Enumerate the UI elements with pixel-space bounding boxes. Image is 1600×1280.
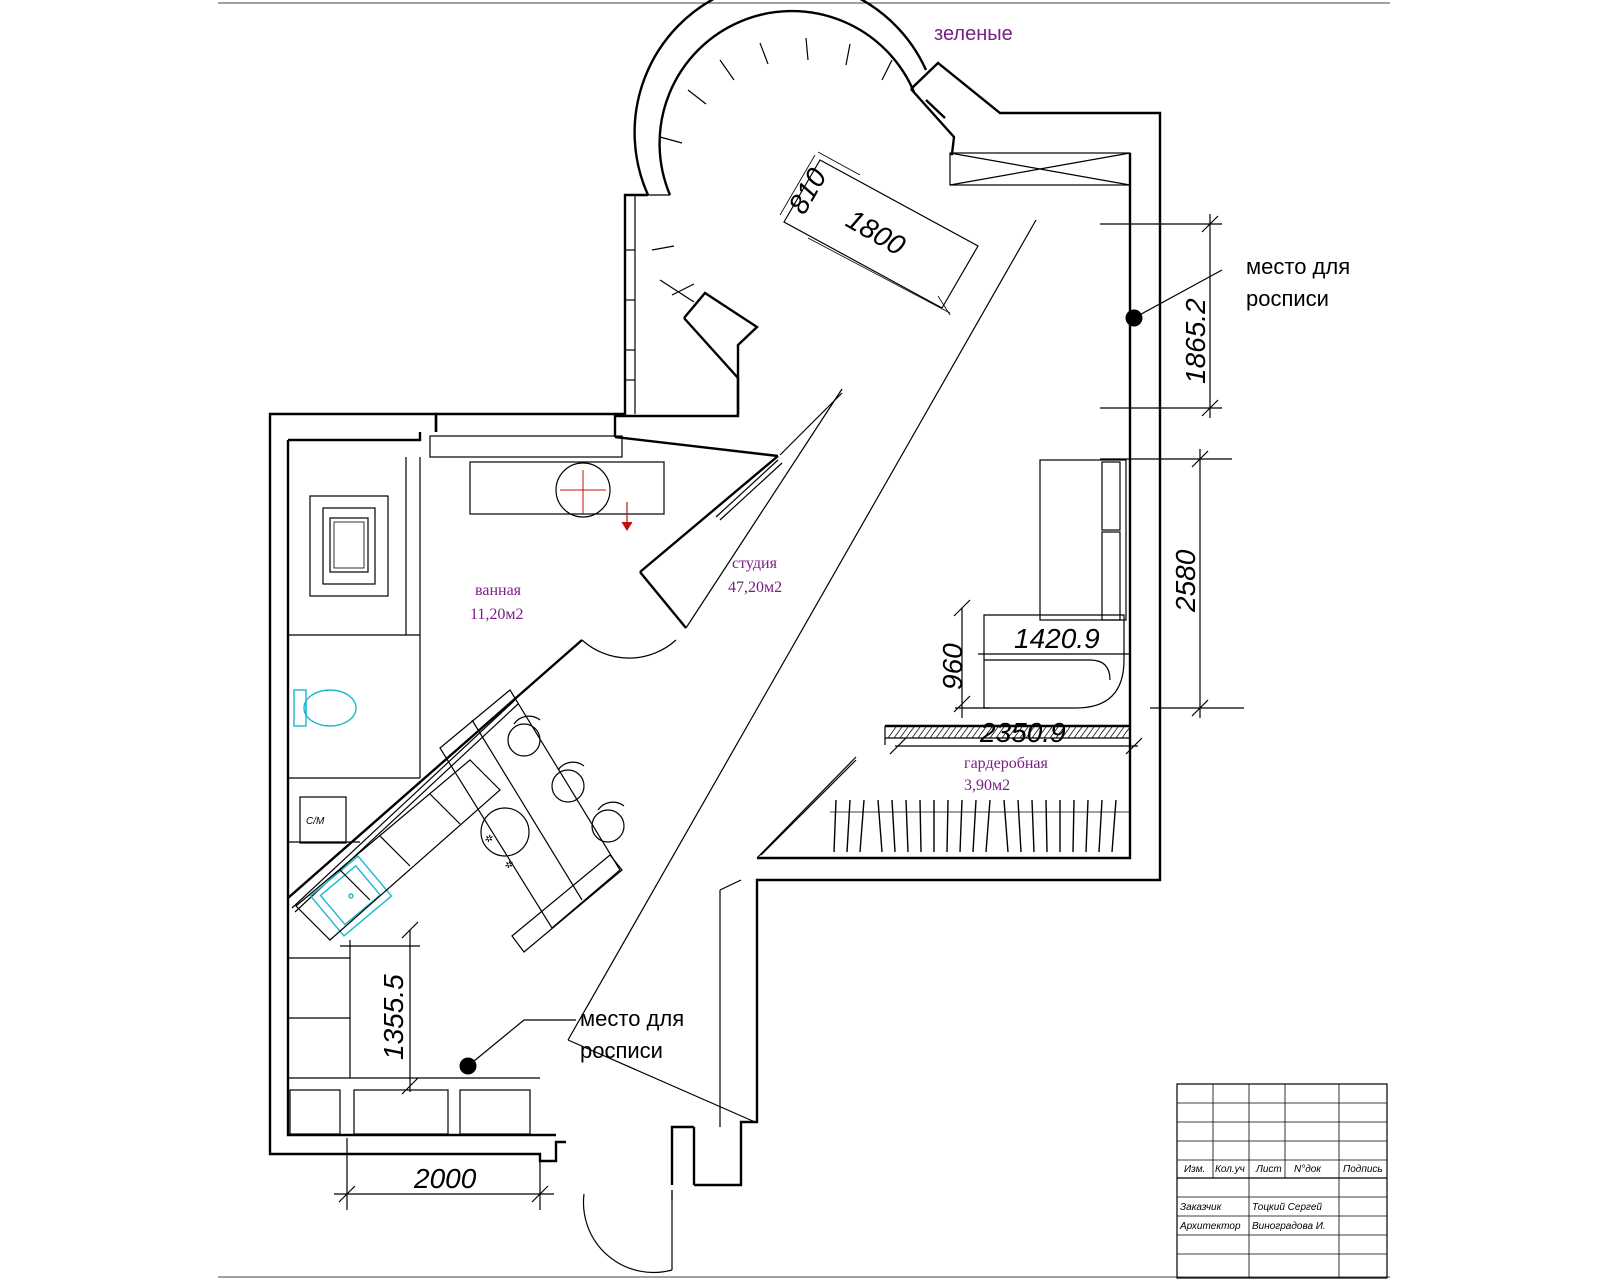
room-bath-area: 11,20м2: [470, 606, 524, 623]
tb-customer-name: Тоцкий Сергей: [1252, 1202, 1322, 1213]
wardrobe-hatch: [887, 726, 1131, 739]
tb-header-4: Подпись: [1343, 1164, 1383, 1175]
toilet: [293, 689, 357, 727]
tb-architect-label: Архитектор: [1179, 1221, 1241, 1232]
svg-text:✲: ✲: [504, 860, 513, 871]
washer-label: С/М: [306, 816, 325, 827]
room-bath-name: ванная: [475, 582, 522, 599]
outer-walls: [268, 61, 1162, 1200]
dim-bed-width: 810: [782, 163, 832, 219]
svg-text:✲: ✲: [484, 834, 493, 845]
tb-architect-name: Виноградова И.: [1252, 1221, 1326, 1232]
tb-header-3: N°док: [1294, 1164, 1322, 1175]
kitchen-units: ✲ ✲: [295, 689, 623, 953]
tb-header-0: Изм.: [1184, 1164, 1205, 1175]
paint-note-left-2: росписи: [580, 1038, 663, 1063]
entry-door: [582, 1193, 673, 1274]
dim-wardrobe-length: 2350.9: [979, 717, 1066, 748]
dim-sofa-zone: 2580: [1170, 549, 1201, 613]
dimensions: [334, 214, 1244, 1210]
room-studio-name: студия: [732, 555, 778, 572]
room-wardrobe-name: гардеробная: [964, 755, 1049, 772]
tb-header-2: Лист: [1255, 1164, 1282, 1175]
kitchen-cabinets: [288, 940, 540, 1135]
dim-bed-length: 1800: [841, 203, 911, 261]
paint-note-right-2: росписи: [1246, 286, 1329, 311]
tb-header-1: Кол.уч: [1215, 1164, 1245, 1175]
dim-kitchen-width: 2000: [413, 1163, 477, 1194]
tb-customer-label: Заказчик: [1180, 1202, 1223, 1213]
paint-note-left-1: место для: [580, 1006, 684, 1031]
bay-window: [633, 0, 928, 303]
bar-stools: [507, 715, 625, 843]
partitions: [287, 219, 1130, 1123]
sofa: [983, 459, 1127, 709]
dim-kitchen-depth: 1355.5: [378, 974, 409, 1060]
paint-spot-right: [1125, 309, 1143, 327]
title-block: Изм. Кол.уч Лист N°док Подпись Заказчик …: [1176, 1083, 1388, 1279]
bed: [779, 151, 979, 316]
sink: [309, 855, 393, 937]
dim-wall-paint: 1865.2: [1180, 298, 1211, 384]
paint-spot-left: [459, 1057, 477, 1075]
greenery-label: зеленые: [934, 23, 1013, 45]
wardrobe-rack: [830, 799, 1130, 853]
bath-fixtures: С/М: [299, 495, 389, 844]
paint-note-right-1: место для: [1246, 254, 1350, 279]
room-studio-area: 47,20м2: [728, 579, 782, 596]
vanity: [469, 461, 665, 531]
room-wardrobe-area: 3,90м2: [964, 777, 1010, 794]
dim-sofa-depth: 960: [937, 643, 968, 690]
dim-sofa-length: 1420.9: [1014, 623, 1100, 654]
